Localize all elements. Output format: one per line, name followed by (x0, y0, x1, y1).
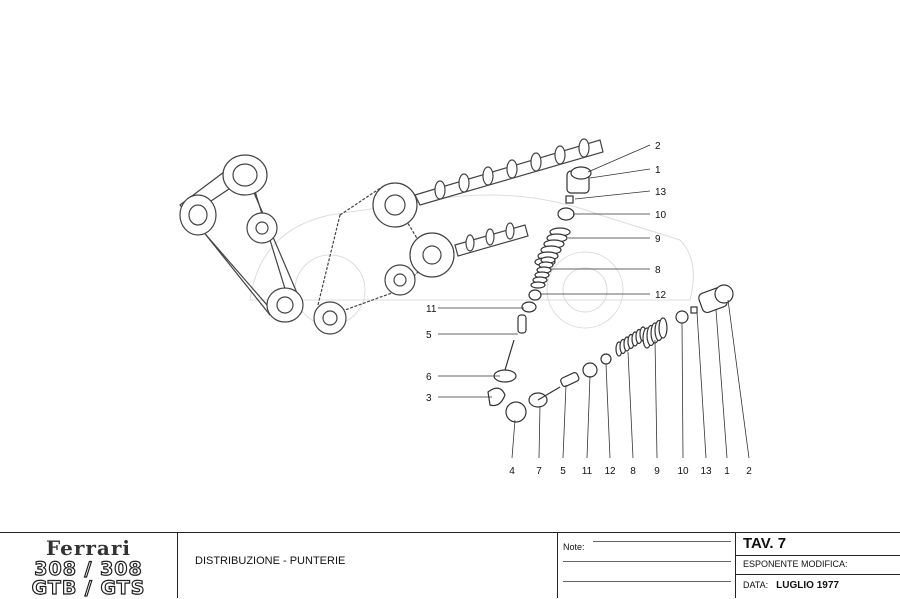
spring-retainer (557, 207, 575, 221)
logo-cell: Ferrari 308 / 308 GTB / GTS (0, 533, 178, 598)
callout-leader (715, 309, 728, 459)
cotter (690, 306, 698, 314)
spring-seat (528, 289, 542, 301)
exhaust-valve-head (505, 401, 527, 423)
cam-lobe (578, 138, 590, 158)
valve-components (487, 166, 734, 423)
model-line-1: 308 / 308 (34, 558, 143, 580)
cam-lobe (458, 173, 470, 193)
callout-label-8: 8 (655, 265, 661, 276)
callout-label-1: 1 (724, 466, 730, 477)
callout-leader (562, 384, 567, 459)
camshafts (414, 138, 604, 257)
callout-label-9: 9 (654, 466, 660, 477)
notes-label: Note: (563, 542, 585, 552)
callout-leader (696, 311, 707, 459)
callout-label-5: 5 (560, 466, 566, 477)
spring-retainer (675, 310, 689, 324)
callout-label-13: 13 (655, 187, 667, 198)
date-label: DATA: (743, 580, 769, 590)
callout-label-4: 4 (509, 466, 515, 477)
valve-seal (521, 301, 537, 313)
callout-label-7: 7 (536, 466, 542, 477)
title-block: Ferrari 308 / 308 GTB / GTS DISTRIBUZION… (0, 532, 900, 598)
callout-label-8: 8 (630, 466, 636, 477)
callout-label-6: 6 (426, 372, 432, 383)
callout-leader (605, 363, 611, 459)
valve-seal (582, 362, 598, 378)
cam-lobe (554, 145, 566, 165)
revision-label: ESPONENTE MODIFICA: (735, 555, 900, 575)
callout-label-13: 13 (700, 466, 712, 477)
notes-line (563, 561, 731, 562)
inner-spring-coil (530, 281, 546, 289)
callout-label-9: 9 (655, 234, 661, 245)
cam-lobe (465, 234, 475, 252)
cam-lobe (530, 152, 542, 172)
callout-leader (727, 299, 750, 459)
cotter (565, 195, 574, 204)
table-number: TAV. 7 (735, 533, 900, 556)
notes-cell: Note: (557, 533, 736, 598)
notes-line (563, 581, 731, 582)
callout-label-2: 2 (746, 466, 752, 477)
cam-lobe (505, 222, 515, 240)
callout-leader (574, 190, 651, 200)
callout-label-11: 11 (582, 466, 593, 477)
callout-label-3: 3 (426, 393, 432, 404)
belt-drive (179, 154, 455, 335)
callout-leader (654, 339, 658, 459)
callout-leader (589, 168, 651, 179)
date-row: DATA: LUGLIO 1977 (735, 574, 900, 596)
cam-lobe (506, 159, 518, 179)
callout-leader (511, 419, 516, 459)
callout-label-12: 12 (604, 466, 616, 477)
notes-line (593, 541, 731, 542)
info-cell: TAV. 7 ESPONENTE MODIFICA: DATA: LUGLIO 1… (735, 533, 900, 598)
cam-lobe (434, 180, 446, 200)
callout-leader (587, 144, 651, 173)
callout-label-10: 10 (655, 210, 667, 221)
cam-lobe (482, 166, 494, 186)
callout-leader (627, 351, 634, 459)
valve-guide (517, 314, 527, 334)
valve-stem (537, 386, 561, 401)
callout-label-12: 12 (655, 290, 667, 301)
cam-lobe (485, 228, 495, 246)
drawing-title: DISTRIBUZIONE - PUNTERIE (195, 555, 346, 567)
callout-label-11: 11 (426, 304, 437, 315)
callout-leader (586, 375, 591, 459)
shim (714, 284, 734, 304)
valve-guide (560, 372, 580, 388)
callout-label-2: 2 (655, 141, 661, 152)
callout-leader (681, 322, 684, 459)
date-value: LUGLIO 1977 (776, 580, 839, 591)
callout-label-5: 5 (426, 330, 432, 341)
callout-label-1: 1 (655, 165, 661, 176)
intake-valve-head (487, 387, 506, 407)
spring-seat (600, 353, 612, 365)
outer-spring-coil (658, 317, 668, 339)
shim (570, 166, 592, 180)
callout-leader (538, 405, 541, 459)
model-line-2: GTB / GTS (31, 577, 146, 599)
callout-label-10: 10 (677, 466, 689, 477)
title-cell: DISTRIBUZIONE - PUNTERIE (177, 533, 558, 598)
ferrari-logo: Ferrari (46, 536, 131, 560)
